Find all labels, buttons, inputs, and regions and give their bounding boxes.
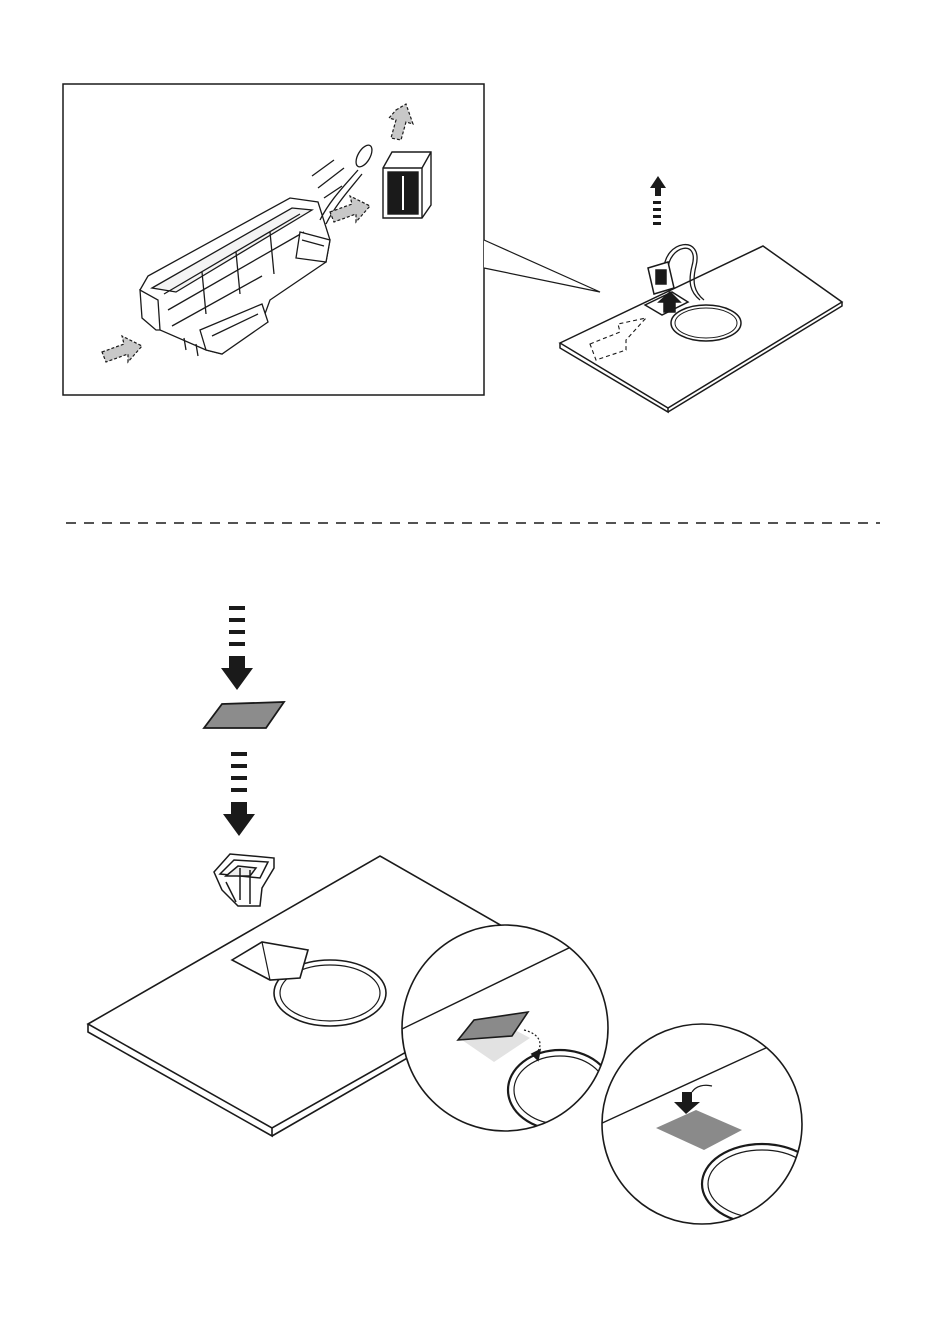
circle-detail-1 bbox=[400, 925, 612, 1131]
filter-pad bbox=[204, 702, 284, 728]
insert-arrow-1 bbox=[221, 606, 253, 690]
carbon-filter-block bbox=[383, 152, 431, 218]
lift-arrow bbox=[650, 176, 666, 225]
callout-leader bbox=[484, 240, 600, 292]
hob-top bbox=[560, 245, 842, 412]
filter-holder bbox=[214, 854, 274, 906]
bottom-panel bbox=[88, 606, 822, 1224]
insert-arrow-2 bbox=[223, 752, 255, 836]
hob-plate bbox=[560, 246, 842, 408]
top-panel bbox=[63, 84, 842, 412]
circle-detail-2 bbox=[600, 1024, 822, 1224]
